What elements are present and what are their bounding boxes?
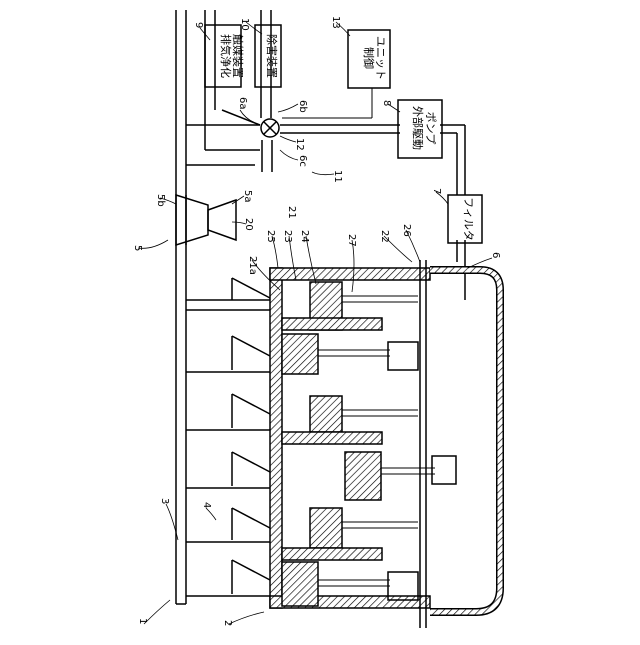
turbocharger-icon — [176, 195, 236, 245]
label-21: 21 — [286, 206, 297, 219]
label-6c: 6c — [297, 155, 308, 167]
pistons — [282, 282, 456, 606]
label-12: 12 — [294, 138, 305, 151]
abatement-label: 除害装置 — [265, 34, 279, 78]
label-6b: 6b — [297, 100, 308, 113]
crankshaft — [420, 260, 426, 628]
label-11: 11 — [332, 170, 343, 183]
svg-text:触媒装置: 触媒装置 — [231, 34, 245, 78]
label-20: 20 — [243, 218, 254, 231]
switching-valve-icon — [261, 119, 279, 137]
label-24: 24 — [299, 230, 310, 243]
label-5b: 5b — [155, 194, 166, 207]
catalyst-label: 排気浄化 触媒装置 — [219, 34, 245, 78]
exhaust-manifold — [186, 278, 270, 596]
label-6: 6 — [490, 252, 501, 258]
label-7: 7 — [431, 188, 442, 194]
label-6a: 6a — [237, 97, 248, 110]
svg-text:排気浄化: 排気浄化 — [219, 34, 233, 78]
label-27: 27 — [346, 234, 357, 247]
svg-text:制御: 制御 — [362, 47, 376, 69]
external-pump-label: 外部駆動 ポンプ — [411, 106, 437, 150]
label-23: 23 — [282, 230, 293, 243]
svg-text:ポンプ: ポンプ — [424, 112, 437, 145]
svg-text:ユニット: ユニット — [374, 36, 387, 80]
exhaust-pipe — [176, 10, 270, 604]
label-3: 3 — [159, 498, 170, 504]
label-13: 13 — [330, 16, 341, 29]
label-25: 25 — [265, 230, 276, 243]
filter-label: フィルタ — [462, 197, 475, 241]
oil-pan — [430, 270, 500, 612]
control-unit-label: 制御 ユニット — [362, 36, 387, 80]
label-9: 9 — [193, 22, 204, 28]
label-4: 4 — [201, 502, 212, 508]
svg-text:外部駆動: 外部駆動 — [411, 106, 425, 150]
